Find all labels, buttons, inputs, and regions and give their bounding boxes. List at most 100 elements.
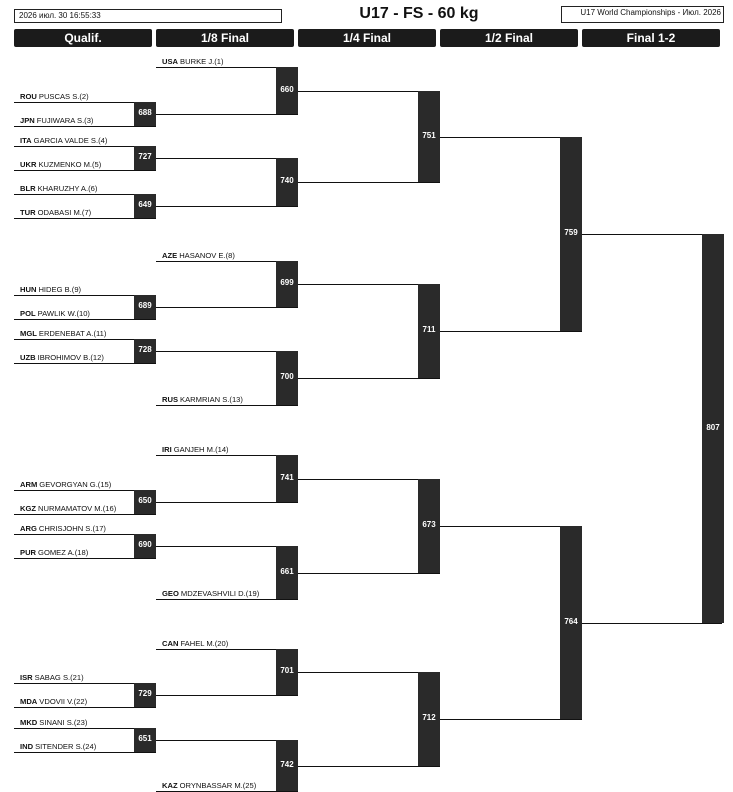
bracket-line [156,158,298,159]
country-code: UZB [20,353,36,362]
bracket-line [14,170,156,171]
country-code: POL [20,309,36,318]
athlete-name: SITENDER S.(24) [35,742,97,751]
bracket-line [298,479,440,480]
bracket-line [14,194,156,195]
bracket-line [582,234,722,235]
datetime-box: 2026 июл. 30 16:55:33 [14,9,282,23]
match-box: 673 [418,479,440,573]
athlete-name: KUZMENKO M.(5) [38,160,102,169]
athlete-name: PAWLIK W.(10) [37,309,90,318]
bracket-line [156,261,298,262]
bracket-line [298,378,440,379]
bracket-line [156,695,298,696]
bracket-line [14,102,156,103]
country-code: MDA [20,697,38,706]
country-code: RUS [162,395,179,404]
bracket-line [156,405,298,406]
country-code: KAZ [162,781,178,790]
event-text: U17 World Championships - Июл. 2026 [580,8,721,17]
bracket-line [14,534,156,535]
bracket-line [14,728,156,729]
athlete-name: GARCIA VALDE S.(4) [33,136,108,145]
match-number: 651 [138,734,152,743]
athlete-name: KHARUZHY A.(6) [37,184,98,193]
bracket-line [156,502,298,503]
datetime-text: 2026 июл. 30 16:55:33 [19,11,101,20]
bracket-line [440,331,582,332]
athlete-name: HASANOV E.(8) [179,251,235,260]
athlete-name: HIDEG B.(9) [38,285,82,294]
athlete-name: GOMEZ A.(18) [38,548,89,557]
athlete-name: PUSCAS S.(2) [38,92,89,101]
bracket-line [14,126,156,127]
match-box: 741 [276,455,298,502]
bracket-line [156,599,298,600]
match-number: 688 [138,108,152,117]
match-number: 759 [564,228,578,237]
match-number: 699 [280,278,294,287]
match-box: 764 [560,526,582,719]
bracket-line [156,67,298,68]
country-code: ARM [20,480,38,489]
athlete-name: KARMRIAN S.(13) [180,395,243,404]
match-number: 751 [422,130,436,140]
bracket-line [298,573,440,574]
country-code: MGL [20,329,37,338]
match-box: 700 [276,351,298,405]
athlete-name: VDOVII V.(22) [39,697,88,706]
round-header-qualif: Qualif. [14,29,152,47]
match-number: 712 [422,713,436,722]
page-title: U17 - FS - 60 kg [359,5,479,22]
bracket-line [156,114,298,115]
athlete-name: IBROHIMOV B.(12) [37,353,104,362]
bracket-line [14,146,156,147]
event-box: U17 World Championships - Июл. 2026 [561,6,724,23]
bracket-line [298,672,440,673]
match-number: 689 [138,301,152,310]
round-header-sf: 1/2 Final [440,29,578,47]
match-box: 689 [134,295,156,319]
athlete-name: FUJIWARA S.(3) [36,116,94,125]
match-box: 701 [276,649,298,695]
match-number: 690 [138,540,152,549]
athlete-name: GANJEH M.(14) [173,445,229,454]
bracket-line [14,490,156,491]
match-box: 729 [134,683,156,707]
match-number: 701 [280,666,294,675]
bracket-line [298,766,440,767]
match-box: 661 [276,546,298,599]
round-header-qf: 1/4 Final [298,29,436,47]
match-number: 740 [280,176,294,185]
bracket-line [298,91,440,92]
match-box: 711 [418,284,440,378]
match-number: 764 [564,616,578,626]
athlete-name: ODABASI M.(7) [37,208,92,217]
bracket-line [156,546,298,547]
athlete-name: ORYNBASSAR M.(25) [179,781,257,790]
country-code: KGZ [20,504,37,513]
match-box: 649 [134,194,156,218]
match-box: 807 [702,234,724,623]
bracket-line [156,351,298,352]
bracket-line [156,740,298,741]
bracket-line [14,218,156,219]
bracket-line [14,683,156,684]
bracket-line [298,182,440,183]
match-box: 688 [134,102,156,126]
match-number: 729 [138,689,152,698]
country-code: CAN [162,639,179,648]
